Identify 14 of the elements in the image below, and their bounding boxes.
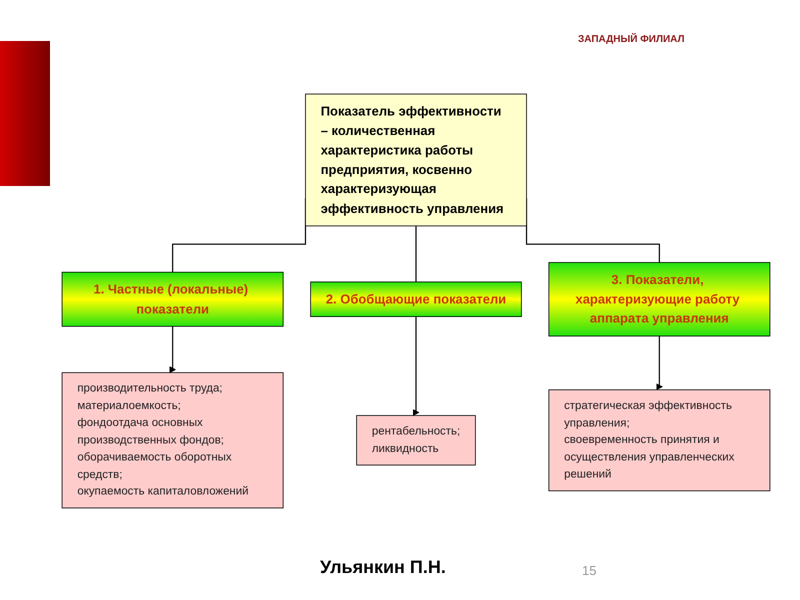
page-number: 15 (582, 563, 596, 578)
node-box: 2. Обобщающие показатели (310, 282, 522, 317)
branch-name: ЗАПАДНЫЙ ФИЛИАЛ (578, 34, 685, 45)
node-box: 3. Показатели, характеризующие работу аппарата управления (548, 262, 770, 336)
node-box: 1. Частные (локальные) показатели (62, 272, 284, 327)
node-box: рентабельность; ликвидность (356, 415, 476, 466)
arrow (412, 316, 420, 416)
author-name: Ульянкин П.Н. (320, 557, 446, 578)
arrow (656, 336, 663, 390)
node-box: стратегическая эффективность управления; своевременность принятия и осуществления управленческих решений (548, 389, 770, 492)
arrow (169, 326, 176, 373)
connector (415, 226, 417, 283)
node-box: Показатель эффективности – количественная характеристика работы предприятия, косвенно характеризующая эффективность управления (305, 94, 527, 226)
node-box: производительность труда; материалоемкость; фондоотдача основных производственных фондов; оборачиваемость оборотных средств; окупаемость капиталовложений (62, 372, 284, 508)
